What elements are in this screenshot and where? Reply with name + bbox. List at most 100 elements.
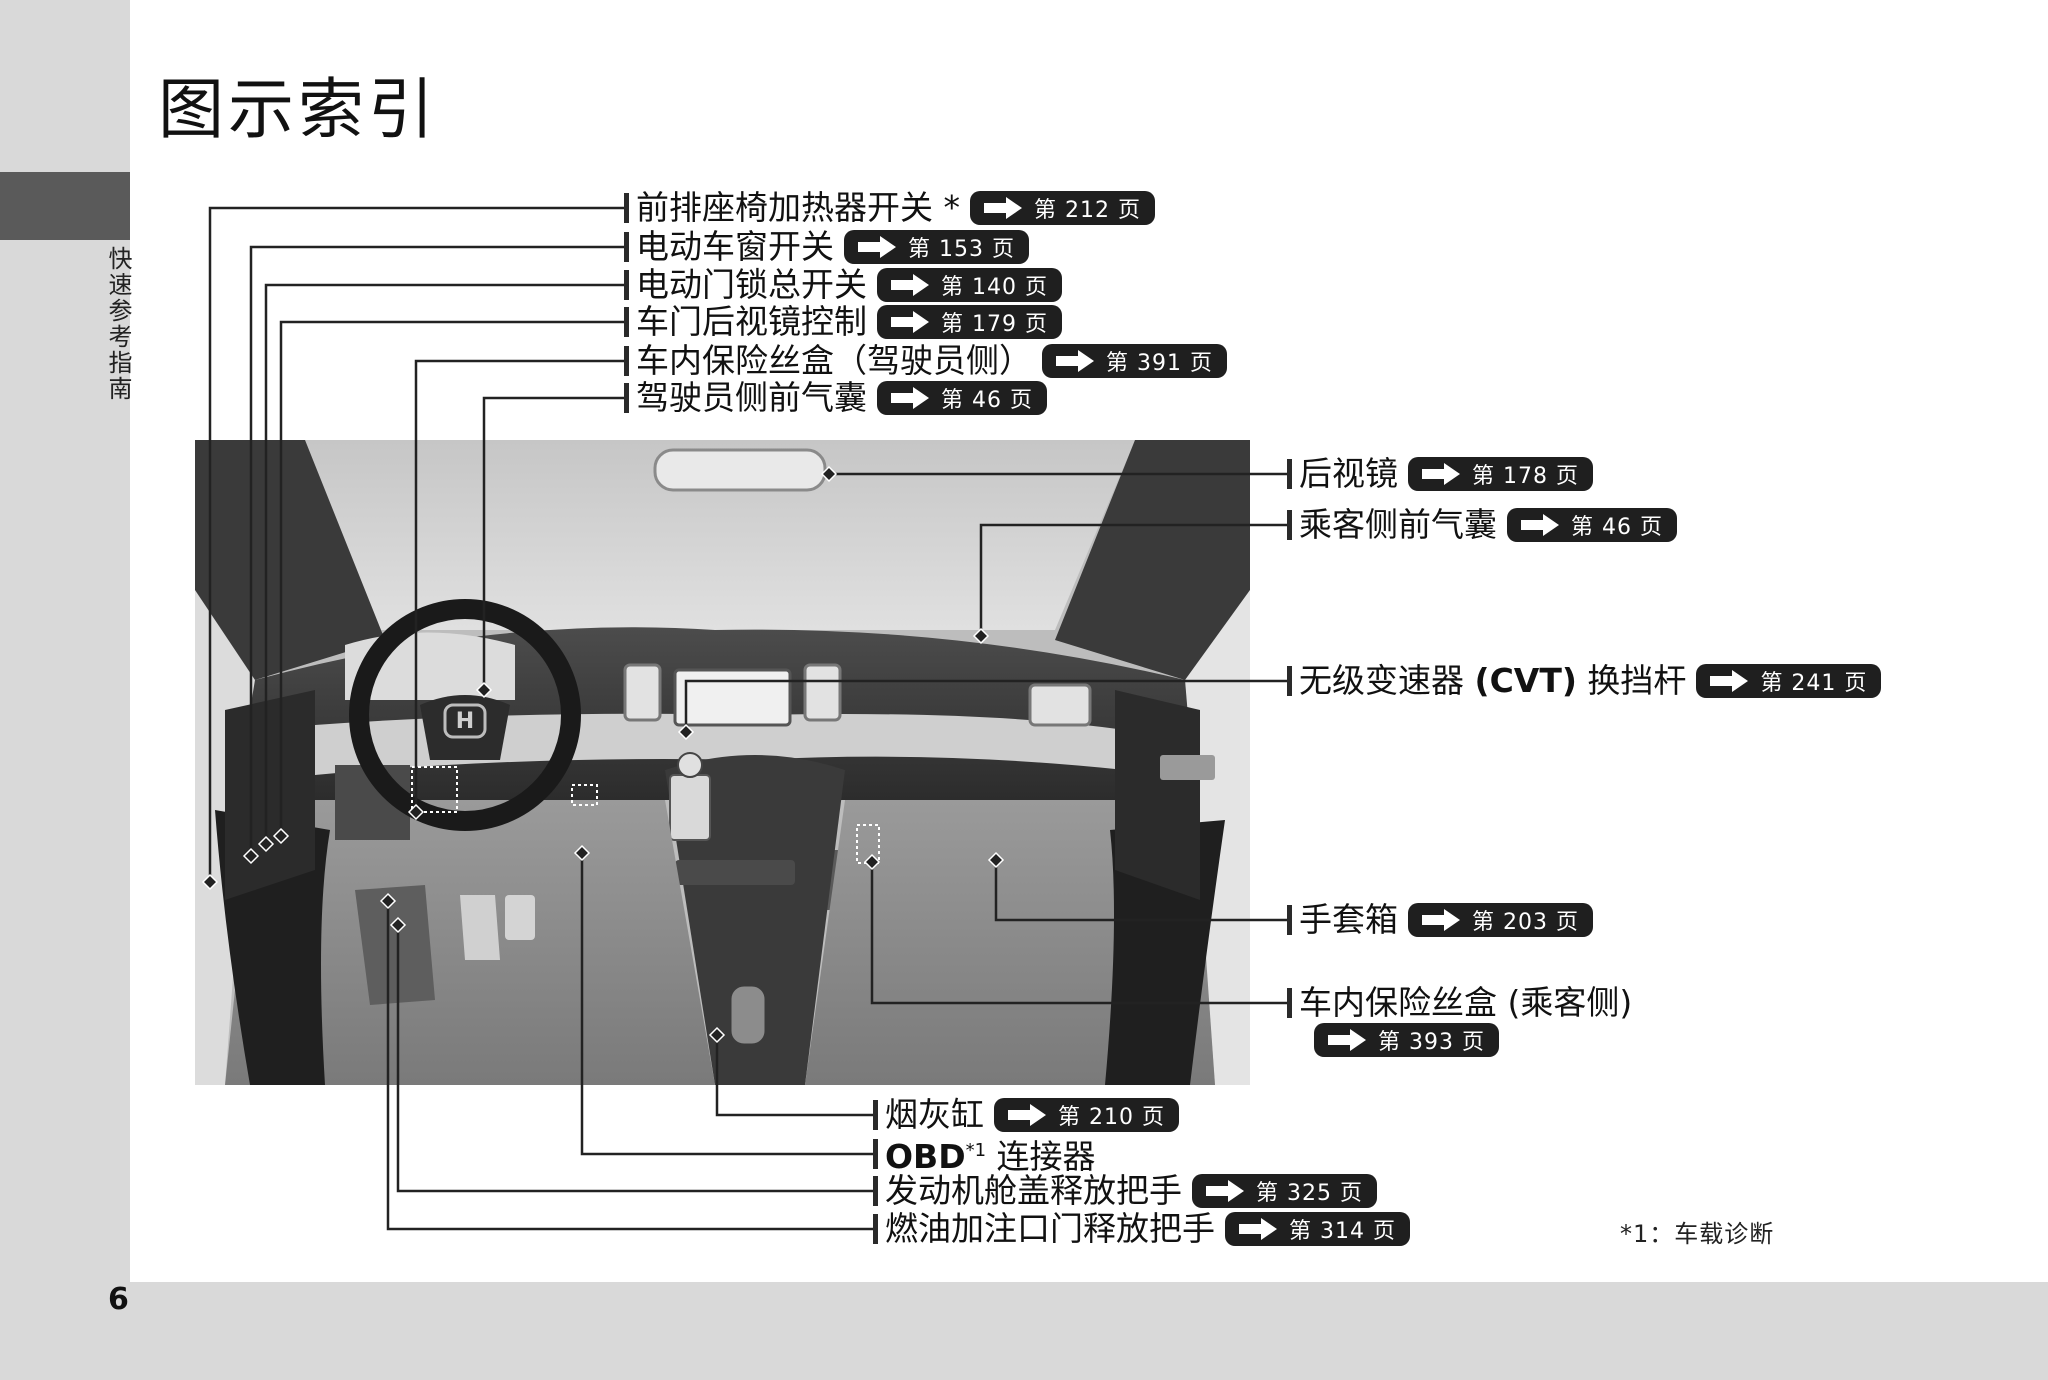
callout-fuse-box-driver: 车内保险丝盒（驾驶员侧） 第 391 页: [624, 341, 1227, 381]
callout-label: 驾驶员侧前气囊: [636, 378, 867, 417]
sidebar-section-label: 快速参考指南: [104, 246, 132, 402]
dashboard-illustration: H: [195, 440, 1250, 1085]
right-arrow-icon: [891, 311, 929, 333]
callout-tick: [624, 193, 629, 223]
callout-fuel-door-release: 燃油加注口门释放把手 第 314 页: [873, 1209, 1410, 1249]
page-ref-text: 第 314 页: [1289, 1219, 1396, 1244]
right-arrow-icon: [1239, 1218, 1277, 1240]
callout-label-bold: (CVT): [1474, 661, 1577, 700]
callout-label-post: 换挡杆: [1576, 661, 1687, 700]
callout-tick: [1287, 988, 1292, 1018]
callout-tick: [1287, 905, 1292, 935]
page-title: 图示索引: [158, 71, 438, 148]
right-arrow-icon: [1008, 1104, 1046, 1126]
footnote-marker: *1: [965, 1140, 987, 1161]
page-ref-link[interactable]: 第 241 页: [1696, 664, 1882, 698]
callout-label: 前排座椅加热器开关 *: [636, 188, 960, 227]
footnote: *1：车载诊断: [1620, 1220, 1775, 1248]
callout-tick: [624, 232, 629, 262]
right-arrow-icon: [1521, 514, 1559, 536]
callout-mirror-control: 车门后视镜控制 第 179 页: [624, 302, 1062, 342]
callout-tick: [873, 1100, 878, 1130]
page-ref-text: 第 325 页: [1256, 1181, 1363, 1206]
page-ref-link[interactable]: 第 140 页: [877, 268, 1062, 302]
callout-label-pre: 无级变速器: [1299, 661, 1475, 700]
page-ref-text: 第 393 页: [1378, 1030, 1485, 1055]
callout-tick: [624, 307, 629, 337]
callout-master-door-lock: 电动门锁总开关 第 140 页: [624, 265, 1062, 305]
callout-ashtray: 烟灰缸 第 210 页: [873, 1095, 1179, 1135]
callout-label: 电动车窗开关: [636, 227, 834, 266]
page-ref-text: 第 391 页: [1106, 351, 1213, 376]
callout-glove-box: 手套箱 第 203 页: [1287, 900, 1593, 940]
page-ref-link[interactable]: 第 46 页: [1507, 508, 1677, 542]
callout-label: 手套箱: [1299, 900, 1398, 939]
page-ref-text: 第 179 页: [941, 312, 1048, 337]
callout-label: 车内保险丝盒 (乘客侧): [1299, 983, 1633, 1022]
callout-label: OBD*1 连接器: [885, 1131, 1096, 1177]
callout-tick: [873, 1139, 878, 1169]
page-ref-link[interactable]: 第 314 页: [1225, 1212, 1410, 1246]
page-ref-text: 第 46 页: [1571, 515, 1663, 540]
callout-tick: [1287, 459, 1292, 489]
right-arrow-icon: [858, 236, 896, 258]
page-ref-text: 第 153 页: [908, 237, 1015, 262]
page-ref-link[interactable]: 第 393 页: [1314, 1023, 1499, 1057]
right-arrow-icon: [891, 274, 929, 296]
callout-tick: [624, 346, 629, 376]
callout-tick: [624, 270, 629, 300]
page-ref-text: 第 241 页: [1760, 671, 1868, 696]
right-arrow-icon: [1422, 909, 1460, 931]
callout-label: 燃油加注口门释放把手: [885, 1209, 1215, 1248]
page-ref-link[interactable]: 第 46 页: [877, 381, 1047, 415]
callout-tick: [624, 383, 629, 413]
page-number: 6: [108, 1282, 129, 1317]
page-ref-link[interactable]: 第 179 页: [877, 305, 1062, 339]
page-ref-text: 第 203 页: [1472, 910, 1579, 935]
right-arrow-icon: [1056, 350, 1094, 372]
callout-label: 车内保险丝盒（驾驶员侧）: [636, 341, 1032, 380]
callout-cvt-shift-lever: 无级变速器 (CVT) 换挡杆 第 241 页: [1287, 661, 1882, 701]
callout-rearview-mirror: 后视镜 第 178 页: [1287, 454, 1593, 494]
page-ref-link[interactable]: 第 153 页: [844, 230, 1029, 264]
bottom-band: [0, 1282, 2048, 1380]
page-ref-text: 第 178 页: [1472, 464, 1579, 489]
callout-tick: [1287, 666, 1292, 696]
callout-label: 车门后视镜控制: [636, 302, 867, 341]
page-ref-link[interactable]: 第 203 页: [1408, 903, 1593, 937]
callout-label: 电动门锁总开关: [636, 265, 867, 304]
callout-label-post: 连接器: [986, 1137, 1096, 1176]
right-arrow-icon: [1710, 670, 1749, 692]
callout-obd-connector: OBD*1 连接器: [873, 1131, 1096, 1177]
callout-tick: [873, 1176, 878, 1206]
callout-driver-airbag: 驾驶员侧前气囊 第 46 页: [624, 378, 1047, 418]
callout-label: 发动机舱盖释放把手: [885, 1171, 1182, 1210]
right-arrow-icon: [891, 387, 929, 409]
callout-power-window: 电动车窗开关 第 153 页: [624, 227, 1029, 267]
right-arrow-icon: [1206, 1180, 1244, 1202]
page-ref-text: 第 210 页: [1058, 1105, 1165, 1130]
page-ref-link[interactable]: 第 178 页: [1408, 457, 1593, 491]
callout-label-bold: OBD: [885, 1137, 966, 1176]
callout-fuse-box-passenger: 车内保险丝盒 (乘客侧): [1287, 983, 1632, 1023]
callout-hood-release: 发动机舱盖释放把手 第 325 页: [873, 1171, 1377, 1211]
callout-passenger-airbag: 乘客侧前气囊 第 46 页: [1287, 505, 1677, 545]
page-ref-link[interactable]: 第 212 页: [970, 191, 1155, 225]
right-arrow-icon: [1422, 463, 1460, 485]
callout-tick: [1287, 510, 1292, 540]
page-ref-link[interactable]: 第 210 页: [994, 1098, 1179, 1132]
sidebar-section-tab[interactable]: [0, 172, 130, 240]
callout-label: 乘客侧前气囊: [1299, 505, 1497, 544]
callout-tick: [873, 1214, 878, 1244]
svg-text:H: H: [456, 709, 474, 734]
callout-label: 无级变速器 (CVT) 换挡杆: [1299, 661, 1686, 701]
callout-label: 后视镜: [1299, 454, 1398, 493]
page-ref-text: 第 140 页: [941, 275, 1048, 300]
callout-label: 烟灰缸: [885, 1095, 984, 1134]
page-ref-text: 第 212 页: [1034, 198, 1141, 223]
page-ref-text: 第 46 页: [941, 388, 1033, 413]
page-ref-link[interactable]: 第 391 页: [1042, 344, 1227, 378]
callout-seat-heater: 前排座椅加热器开关 * 第 212 页: [624, 188, 1155, 228]
page-ref-link[interactable]: 第 325 页: [1192, 1174, 1377, 1208]
right-arrow-icon: [984, 197, 1022, 219]
